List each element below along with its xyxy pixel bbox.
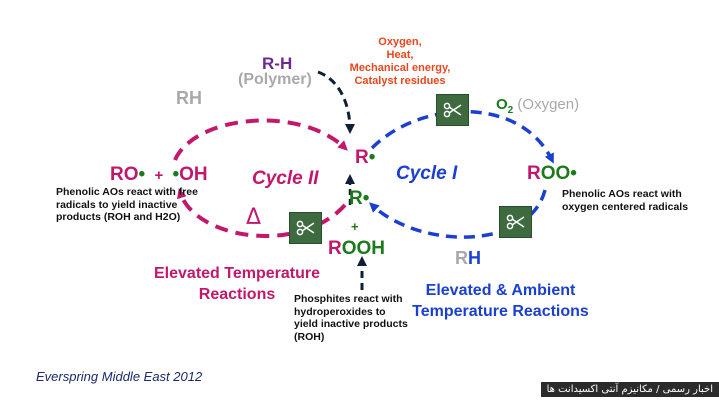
cycle2-bottom-arrow (177, 188, 347, 238)
polymer-label: (Polymer) (238, 71, 312, 88)
r-mid-dot: • (362, 188, 370, 209)
r-top-dot: • (368, 147, 376, 168)
ro-oh-label: RO• + •OH (110, 164, 208, 186)
oxygen-sources: Oxygen, Heat, Mechanical energy, Catalys… (340, 36, 460, 88)
elevated-temp-label: Elevated Temperature Reactions (142, 263, 332, 305)
r-radical-middle: R• (349, 188, 369, 210)
note-right: Phenolic AOs react with oxygen centered … (562, 188, 689, 213)
rooh-ooh: OOH (341, 238, 386, 259)
source-oxygen: Oxygen, (378, 36, 422, 48)
rooh-label: ROOH (328, 238, 385, 260)
oxygen-symbol: O (496, 96, 508, 113)
ro-dot: • (138, 164, 146, 185)
ro-plus: + (154, 167, 164, 184)
roo-dot: • (570, 163, 577, 184)
rh-left-label: RH (176, 88, 202, 108)
rh-polymer-label: R-H (262, 54, 293, 73)
elevated-ambient-line1: Elevated & Ambient (425, 282, 576, 299)
cycle2-top-arrow (173, 118, 348, 161)
ro-text: RO (110, 164, 139, 185)
rh-right-label: RH (455, 248, 481, 269)
cycle1-label: Cycle I (396, 163, 458, 184)
oxygen-text: (Oxygen) (517, 96, 580, 113)
source-mechanical: Mechanical energy, (349, 62, 451, 74)
elevated-ambient-line2: Temperature Reactions (412, 303, 589, 320)
rooh-r: R (328, 238, 342, 259)
r-radical-top: R• (355, 147, 375, 169)
scissors-icon (499, 206, 532, 238)
oxygen-subscript: 2 (507, 105, 514, 116)
source-catalyst: Catalyst residues (354, 75, 446, 87)
roo-r: R (527, 163, 541, 184)
scissors-icon (436, 94, 469, 126)
elevated-temp-line2: Reactions (198, 286, 276, 303)
roo-oo: OO (540, 163, 571, 184)
oh-dot: • (172, 164, 180, 185)
cycle1-top-arrow (370, 109, 554, 164)
cycle1-bottom-arrow (369, 189, 547, 239)
oxygen-label: O2 (Oxygen) (496, 96, 579, 116)
footer-credit: Everspring Middle East 2012 (36, 369, 203, 384)
polymer-arrow (317, 70, 355, 134)
heat-delta-symbol: Δ (246, 205, 262, 230)
elevated-temp-line1: Elevated Temperature (154, 265, 320, 282)
rh-right-r: R (455, 248, 468, 268)
roo-radical-label: ROO• (527, 163, 577, 185)
note-left: Phenolic AOs react with free radicals to… (56, 186, 198, 223)
note-center: Phosphites react with hydroperoxides to … (294, 293, 408, 343)
scissors-icon (289, 212, 322, 244)
cycle2-label: Cycle II (252, 168, 319, 189)
center-plus: + (351, 219, 359, 234)
r-top-text: R (355, 147, 369, 168)
rh-right-h: H (468, 248, 481, 268)
source-heat: Heat, (386, 49, 414, 61)
oh-text: OH (179, 164, 208, 185)
watermark-badge: اخبار رسمی / مکانیزم آنتی اکسیدانت ها (540, 382, 719, 397)
elevated-ambient-label: Elevated & Ambient Temperature Reactions (398, 280, 603, 322)
r-mid-text: R (349, 188, 363, 209)
